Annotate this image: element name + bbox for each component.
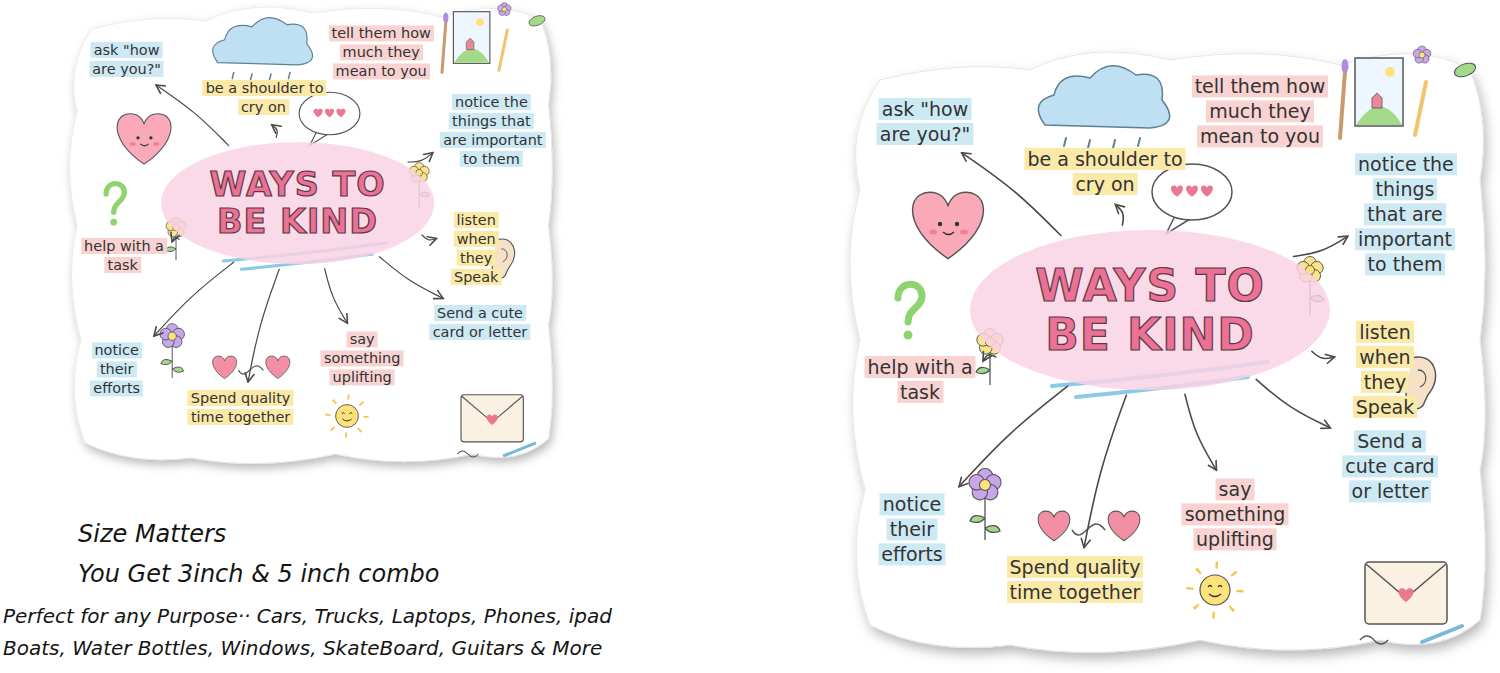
tip-box: listen when they Speak [1340,318,1430,422]
tip-text: notice the things that are important to … [1355,153,1457,275]
arrow-connector [379,257,442,298]
tip-box: notice their efforts [865,490,960,569]
tip-text: Send a cute card or letter [1342,430,1437,502]
tip-text: help with a task [81,238,167,273]
arrow-connector [1185,394,1216,470]
arrow-connector [983,355,996,361]
arrow-connector [1256,379,1330,427]
arrow-connector [1312,351,1334,358]
arrow-connector [1116,205,1124,225]
tip-box: tell them how much they mean to you [324,22,438,83]
arrow-connector [1084,395,1126,547]
tip-text: Send a cute card or letter [430,304,531,339]
arrow-connector [408,153,433,162]
tip-box: help with a task [79,235,166,277]
tip-box: notice the things that are important to … [1353,150,1457,279]
tip-box: ask "how are you?" [79,39,174,81]
title-ellipse: WAYS TO BE KIND [161,142,435,264]
tip-text: tell them how much they mean to you [329,25,434,79]
tip-text: notice their efforts [90,343,143,397]
caption-text: You Get 3inch & 5 inch combo [78,560,439,588]
tip-text: Spend quality time together [188,390,294,425]
tip-box: Spend quality time together [990,553,1160,607]
tip-box: notice the things that are important to … [438,91,544,171]
tip-text: listen when they Speak [1353,321,1417,418]
large-sticker [850,46,1485,652]
arrow-connector [959,386,1067,486]
tip-box: be a shoulder to cry on [201,77,326,119]
caption-text: Boats, Water Bottles, Windows, SkateBoar… [3,636,602,660]
arrow-connector [272,125,277,137]
tip-box: Send a cute card or letter [1335,427,1445,506]
arrow-connector [172,237,179,241]
tip-text: ask "how are you?" [89,42,164,77]
small-sticker [70,3,553,464]
tip-text: Spend quality time together [1007,556,1144,603]
tip-box: say something uplifting [315,328,410,389]
tip-text: say something uplifting [321,331,403,385]
tip-text: notice the things that are important to … [440,94,545,167]
title-text: WAYS TO BE KIND [1025,261,1275,360]
tip-box: listen when they Speak [442,209,510,289]
tip-text: be a shoulder to cry on [1025,148,1186,195]
tip-box: tell them how much they mean to you [1185,72,1335,151]
arrow-connector [1294,236,1348,256]
tip-box: Spend quality time together [176,387,305,429]
arrow-connector [325,269,348,323]
tip-box: say something uplifting [1173,475,1298,554]
tip-text: help with a task [865,356,976,403]
tip-box: help with a task [863,353,978,407]
tip-text: ask "how are you?" [877,98,974,145]
tip-text: say something uplifting [1182,478,1289,550]
tip-box: be a shoulder to cry on [1023,145,1188,199]
tip-text: be a shoulder to cry on [203,80,327,115]
tip-box: notice their efforts [81,340,153,401]
caption-text: Size Matters [78,520,226,548]
arrow-connector [154,262,234,336]
tip-text: tell them how much they mean to you [1192,75,1329,147]
caption-text: Perfect for any Purpose·· Cars, Trucks, … [3,604,612,628]
title-ellipse: WAYS TO BE KIND [970,230,1330,390]
tip-text: listen when they Speak [451,212,501,285]
tip-box: Send a cute card or letter [417,301,542,343]
arrow-connector [248,269,279,381]
arrow-connector [422,235,436,240]
tip-text: notice their efforts [878,493,946,565]
tip-box: ask "how are you?" [863,95,988,149]
title-text: WAYS TO BE KIND [203,166,393,241]
